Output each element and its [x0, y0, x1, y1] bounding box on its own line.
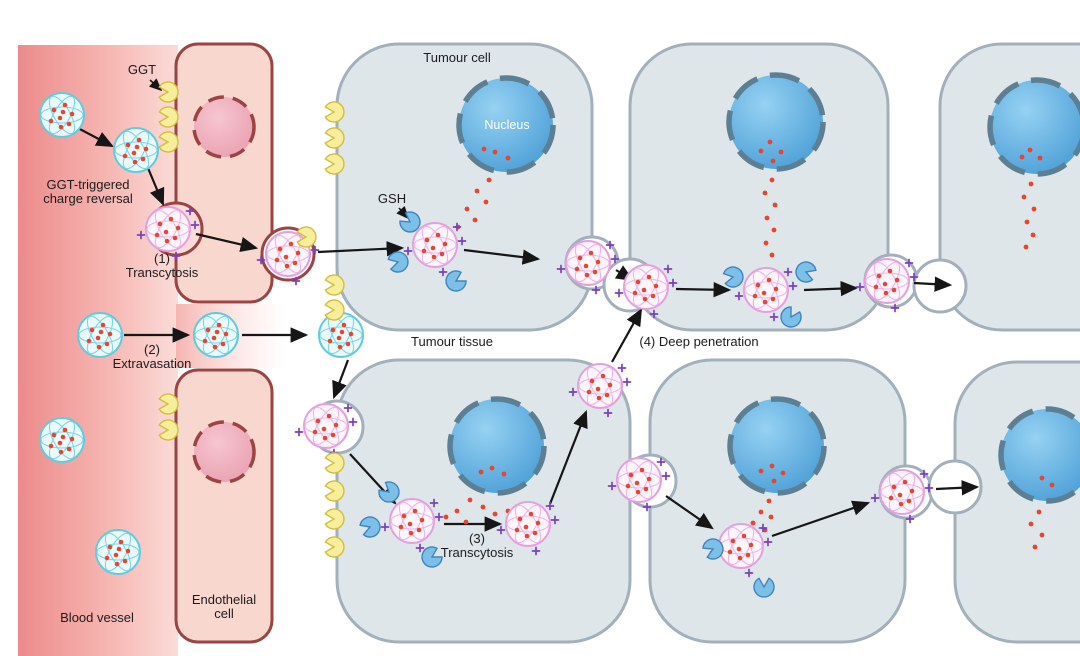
drug-dots-bottom-2: [746, 463, 786, 540]
arrows: [73, 78, 980, 538]
endothelial-cell-upper: [174, 42, 274, 304]
nanoparticle-cyan: [193, 311, 239, 359]
flow-arrow: [548, 409, 588, 505]
flow-arrow: [317, 241, 405, 257]
flow-arrow: [771, 500, 871, 538]
tumour-cell-top-2: [628, 42, 890, 332]
flow-arrow: [913, 276, 953, 292]
tumour-nuclei: [447, 72, 1080, 504]
label-step2-name: Extravasation: [113, 356, 192, 371]
nanoparticle-cyan: [318, 311, 364, 359]
drug-dots-bottom-3: [1028, 475, 1055, 550]
flow-arrow: [665, 495, 714, 530]
endothelial-nucleus: [192, 95, 256, 159]
label-nucleus: Nucleus: [484, 118, 529, 132]
drug-dots-top-2: [758, 139, 784, 258]
nanoparticle-cyan: [95, 528, 141, 576]
drug-dots-top-3: [1019, 147, 1043, 250]
nanoparticle-cyan: [113, 126, 159, 174]
label-ggt-trigger-1: GGT-triggered: [46, 177, 129, 192]
label-endothelial-1: Endothelial: [192, 592, 256, 607]
nanoparticle-cyan: [39, 91, 85, 139]
flow-arrow: [463, 248, 541, 265]
flow-arrow: [675, 282, 732, 298]
flow-arrow: [803, 280, 859, 297]
label-tumour-tissue: Tumour tissue: [411, 334, 493, 349]
nanoparticle-cyan: [39, 416, 85, 464]
drug-dots-bottom-1: [443, 465, 523, 525]
label-step2-num: (2): [144, 342, 160, 357]
label-step1-name: Transcytosis: [126, 265, 199, 280]
endothelial-nucleus: [192, 420, 256, 484]
gsh-pointer-arrow: [396, 205, 410, 220]
tumour-nucleus-top-2: [726, 72, 826, 172]
label-ggt-trigger-2: charge reversal: [43, 191, 133, 206]
label-gsh: GSH: [378, 191, 406, 206]
label-step3-num: (3): [469, 531, 485, 546]
tumour-nucleus-top-3: [987, 77, 1080, 177]
flow-arrow: [146, 167, 165, 207]
label-endothelial-2: cell: [214, 606, 234, 621]
drug-dots: [443, 139, 1055, 550]
label-tumour-cell: Tumour cell: [423, 50, 491, 65]
flow-arrow: [332, 359, 350, 400]
label-step1-num: (1): [154, 251, 170, 266]
flow-arrow: [195, 232, 259, 252]
nanoparticle-cyan: [77, 311, 123, 359]
flow-arrow: [73, 125, 114, 148]
label-step3-name: Transcytosis: [441, 545, 514, 560]
flow-arrow: [935, 480, 980, 496]
tumour-nucleus-bottom-2: [727, 396, 827, 496]
label-step4: (4) Deep penetration: [639, 334, 758, 349]
label-blood-vessel: Blood vessel: [60, 610, 134, 625]
tumour-nucleus-bottom-3: [998, 406, 1080, 504]
tumour-nucleus-bottom-1: [447, 396, 547, 496]
ggt-pointer-arrow: [148, 78, 163, 92]
membrane-pocket: [912, 258, 968, 314]
label-ggt: GGT: [128, 62, 156, 77]
flow-arrow: [611, 308, 643, 363]
drug-dots-top-1: [455, 146, 511, 230]
